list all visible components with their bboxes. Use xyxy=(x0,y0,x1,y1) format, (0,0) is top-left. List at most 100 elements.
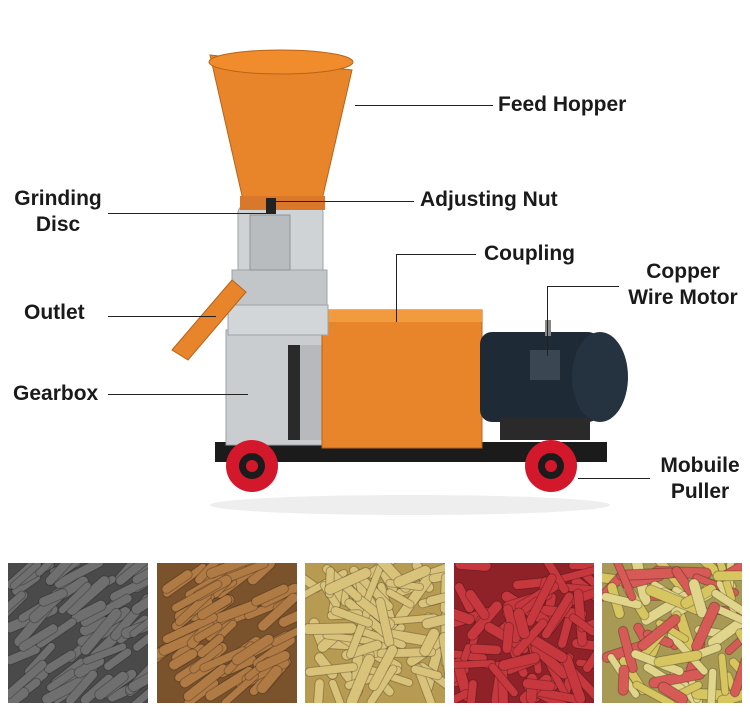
pellet xyxy=(205,563,260,579)
wheel-right xyxy=(525,440,577,492)
pellet xyxy=(498,652,541,671)
pellet xyxy=(724,616,742,656)
pellet xyxy=(568,613,594,637)
pellet-mill-machine xyxy=(171,49,628,515)
adjusting-nut-part xyxy=(266,198,276,214)
leader-motor-h xyxy=(547,286,619,287)
pellet xyxy=(464,589,490,621)
pellet xyxy=(127,657,148,693)
leader-feed-hopper xyxy=(355,105,493,106)
pellet xyxy=(103,647,133,671)
pellet xyxy=(182,663,229,702)
label-coupling: Coupling xyxy=(484,242,575,265)
label-feed-hopper: Feed Hopper xyxy=(498,93,627,116)
pellet xyxy=(464,679,478,703)
pellet xyxy=(115,563,148,586)
label-grinding-disc-line1: Grinding xyxy=(14,187,102,210)
pellet xyxy=(521,678,556,692)
pellet xyxy=(132,626,148,652)
pellet xyxy=(385,588,415,609)
pellet xyxy=(18,623,59,652)
pellet xyxy=(712,570,742,582)
pellet xyxy=(368,644,398,692)
pellet xyxy=(393,564,432,588)
pellet xyxy=(328,678,350,703)
pellet xyxy=(717,652,730,696)
pellet xyxy=(568,563,594,571)
pellet xyxy=(707,618,742,649)
pellet xyxy=(454,563,492,572)
pellet xyxy=(256,665,283,694)
pellet xyxy=(488,662,519,698)
pellet xyxy=(439,572,445,614)
pellet xyxy=(728,657,742,696)
pellet xyxy=(637,613,681,651)
pellet xyxy=(324,567,372,596)
pellet xyxy=(305,662,359,677)
pellet xyxy=(255,650,291,673)
pellet-sample-grey xyxy=(8,563,148,703)
pellet xyxy=(131,584,148,615)
leader-outlet xyxy=(108,316,216,317)
pellet xyxy=(419,627,440,657)
pellet xyxy=(706,667,718,703)
pellet xyxy=(44,563,79,586)
leader-adjusting-nut xyxy=(276,201,414,202)
pellet xyxy=(512,607,531,640)
pellet xyxy=(251,583,289,607)
pellet xyxy=(193,622,223,643)
pellet xyxy=(612,563,637,602)
leader-motor-v xyxy=(547,286,548,356)
pellet xyxy=(129,607,148,638)
pellet xyxy=(716,683,742,703)
pellet xyxy=(257,592,297,632)
pellet xyxy=(454,659,497,669)
pellet xyxy=(231,633,275,666)
label-mobile-puller: Mobuile Puller xyxy=(652,453,748,505)
label-adjusting-nut: Adjusting Nut xyxy=(420,188,558,211)
pellet xyxy=(575,658,594,671)
pellet xyxy=(421,611,445,630)
pellet xyxy=(617,625,638,674)
leader-grinding-disc xyxy=(108,213,268,214)
pellet-sample-brown xyxy=(157,563,297,703)
label-copper-wire-motor-line2: Wire Motor xyxy=(628,286,738,309)
pellet-sample-mixed xyxy=(602,563,742,703)
label-mobile-puller-line2: Puller xyxy=(670,480,730,503)
pellet xyxy=(58,581,92,615)
pellet xyxy=(82,642,127,665)
pellet xyxy=(131,563,148,585)
pellet xyxy=(35,563,64,577)
label-mobile-puller-line1: Mobuile xyxy=(660,454,740,477)
pellet xyxy=(653,649,703,668)
pellet xyxy=(425,583,445,606)
pellet xyxy=(8,659,48,700)
label-copper-wire-motor: Copper Wire Motor xyxy=(618,259,748,311)
pellet xyxy=(657,681,689,703)
base-frame xyxy=(215,442,607,462)
leader-coupling-h xyxy=(396,254,476,255)
pellet xyxy=(168,648,198,671)
pellet xyxy=(196,594,233,621)
label-copper-wire-motor-line1: Copper xyxy=(646,260,720,283)
label-outlet: Outlet xyxy=(24,301,85,324)
leader-coupling-v xyxy=(396,254,397,322)
pellet xyxy=(196,633,225,659)
pellet xyxy=(413,663,439,703)
pellet-sample-cream xyxy=(305,563,445,703)
label-gearbox: Gearbox xyxy=(13,382,99,405)
pellet xyxy=(124,677,148,703)
pellet xyxy=(438,631,445,692)
pellet xyxy=(617,664,630,696)
pellet xyxy=(161,612,218,644)
pellet xyxy=(330,606,374,628)
pellet xyxy=(541,591,574,640)
leader-mobile-puller xyxy=(578,478,650,479)
leader-gearbox xyxy=(108,394,248,395)
label-grinding-disc: Grinding Disc xyxy=(10,186,106,238)
pellet xyxy=(171,579,223,613)
label-grinding-disc-line2: Disc xyxy=(35,213,81,236)
pellet xyxy=(735,628,742,675)
pellet xyxy=(94,670,129,701)
pellet xyxy=(278,603,297,628)
